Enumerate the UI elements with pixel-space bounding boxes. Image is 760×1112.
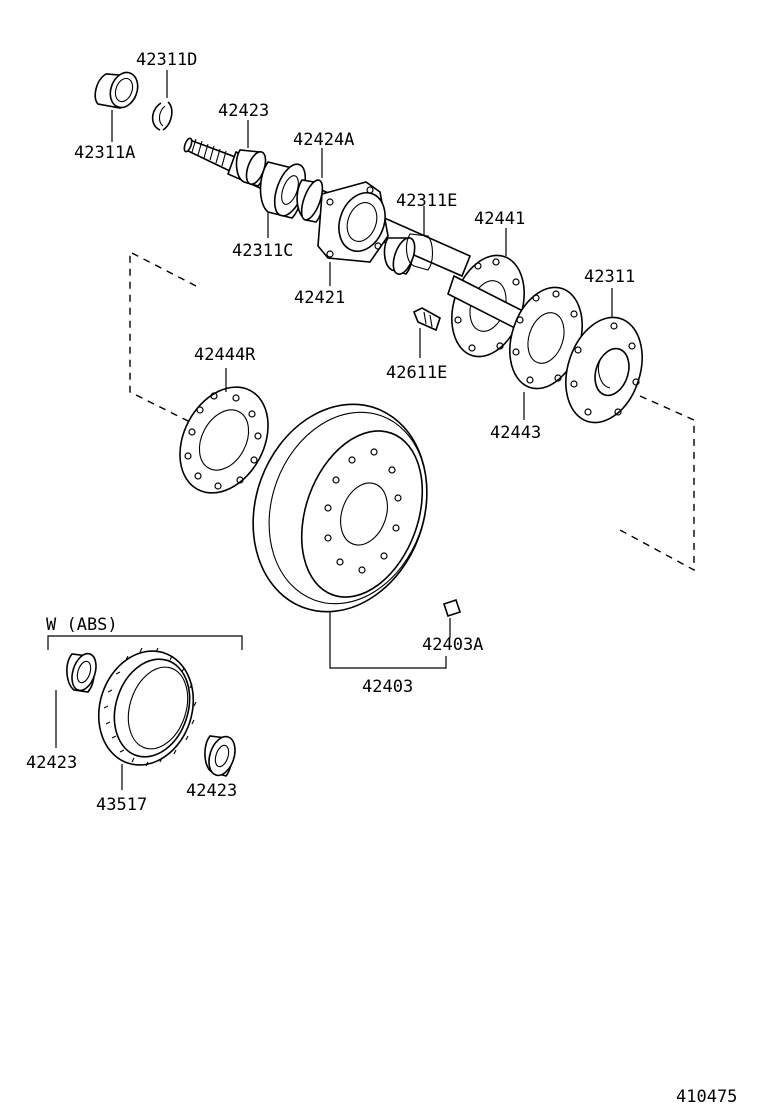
- bearing-42423-left: [66, 652, 97, 693]
- label-42423-top: 42423: [218, 101, 269, 121]
- label-42421: 42421: [294, 288, 345, 308]
- label-w-abs: W (ABS): [46, 615, 118, 635]
- abs-rotor-43517: [97, 647, 197, 767]
- brake-drum-42403: [252, 403, 428, 613]
- gasket-42444R: [179, 386, 269, 494]
- plug-42403A: [442, 598, 462, 618]
- bearing-42423-top: [235, 149, 267, 187]
- label-42403: 42403: [362, 677, 413, 697]
- label-42311: 42311: [584, 267, 635, 287]
- retainer-plate-42421: [317, 181, 389, 263]
- label-42444R: 42444R: [194, 345, 256, 365]
- bearing-42423-right: [204, 735, 236, 777]
- gasket-42443: [509, 286, 583, 390]
- label-42423-left: 42423: [26, 753, 77, 773]
- label-42443: 42443: [490, 423, 541, 443]
- label-42424A: 42424A: [293, 130, 354, 150]
- label-42611E: 42611E: [386, 363, 447, 383]
- label-42423-right: 42423: [186, 781, 237, 801]
- label-43517: 43517: [96, 795, 147, 815]
- retainer-42424A: [296, 179, 324, 223]
- oil-seal-42311E: [383, 233, 434, 275]
- oil-seal-42311A: [94, 71, 139, 109]
- snap-ring-42311D: [151, 101, 173, 131]
- label-42311D: 42311D: [136, 50, 197, 70]
- diagram-code: 410475: [676, 1087, 737, 1107]
- hub-bolt-42611E: [412, 307, 441, 332]
- label-42441: 42441: [474, 209, 525, 229]
- label-42311C: 42311C: [232, 241, 293, 261]
- cover-42311: [565, 316, 643, 424]
- label-42311A: 42311A: [74, 143, 135, 163]
- label-42403A: 42403A: [422, 635, 483, 655]
- label-42311E: 42311E: [396, 191, 457, 211]
